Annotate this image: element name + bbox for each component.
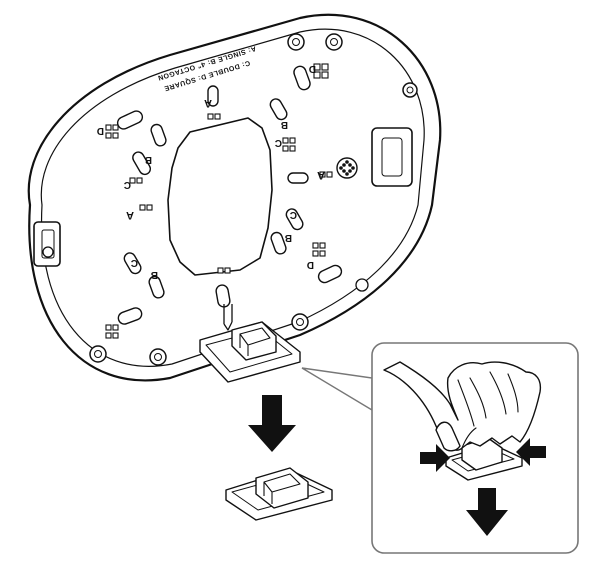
- hole-letter-b-bottom-left: B: [151, 269, 158, 280]
- hole-letter-a-left: A: [126, 209, 134, 221]
- ground-mark: [336, 157, 358, 179]
- center-opening: [167, 117, 273, 276]
- arrow-left-squeeze-icon: [516, 438, 546, 466]
- screw-bosses: [42, 33, 418, 366]
- arrow-down-removal-icon: [248, 395, 296, 452]
- hole-letter-c-left: C: [124, 179, 131, 190]
- latch-on-plate: [199, 304, 301, 383]
- hole-letter-a-top: A: [204, 97, 212, 109]
- small-square-holes: [105, 63, 333, 339]
- screw-boss-bottom: [149, 348, 167, 366]
- hole-letter-c-top-right: C: [275, 137, 282, 148]
- screw-boss-lower-left: [42, 246, 54, 258]
- screw-boss-right: [402, 82, 418, 98]
- screw-boss-bottom-left: [89, 345, 107, 363]
- screw-boss-mid-right: [355, 278, 369, 292]
- callout-latch: [445, 437, 523, 481]
- slot: [215, 284, 231, 308]
- right-tab-inner: [381, 137, 403, 177]
- finger-lines: [457, 371, 519, 449]
- slot: [285, 208, 304, 231]
- hole-letter-c-bottom-left: C: [131, 257, 138, 268]
- screw-boss-bottom-right: [291, 313, 309, 331]
- hole-letters: A D B C A C B D D B C A C B: [97, 63, 325, 280]
- latch-hook: [223, 304, 233, 331]
- slot: [293, 65, 311, 91]
- slot: [270, 231, 287, 255]
- slot: [123, 252, 142, 275]
- mounting-plate: [27, 13, 442, 382]
- slot: [150, 123, 167, 147]
- hole-letter-b-mid-right: B: [285, 232, 292, 243]
- hand-illustration: [383, 361, 542, 452]
- callout-pointer: [301, 367, 373, 412]
- hole-letter-d-top-right: D: [309, 63, 316, 74]
- arrow-down-pull-icon: [466, 488, 508, 536]
- hole-letter-c-mid-right: C: [290, 209, 297, 220]
- slot: [287, 172, 309, 184]
- hole-letter-d-bottom-right: D: [307, 259, 314, 270]
- slot: [317, 264, 343, 284]
- detached-latch-clip-cut: [263, 473, 301, 504]
- thumb: [435, 421, 461, 452]
- hole-letter-b-top-right: B: [281, 119, 288, 130]
- slot: [117, 307, 143, 325]
- hole-letter-d-left: D: [97, 125, 104, 136]
- slot: [207, 85, 219, 107]
- slot: [148, 275, 165, 299]
- slotted-holes: [116, 65, 343, 325]
- hole-letter-b-left: B: [145, 154, 152, 165]
- detached-latch-clip: [255, 467, 309, 509]
- callout: [301, 342, 579, 554]
- hole-letter-a-right: A: [317, 169, 325, 181]
- slot: [132, 151, 152, 176]
- screw-boss-top-left: [287, 33, 305, 51]
- latch-clip-cut: [239, 327, 271, 356]
- arrow-right-squeeze-icon: [420, 444, 450, 472]
- slot: [269, 98, 288, 121]
- detached-latch: [225, 467, 333, 521]
- screw-boss-top-right: [325, 33, 343, 51]
